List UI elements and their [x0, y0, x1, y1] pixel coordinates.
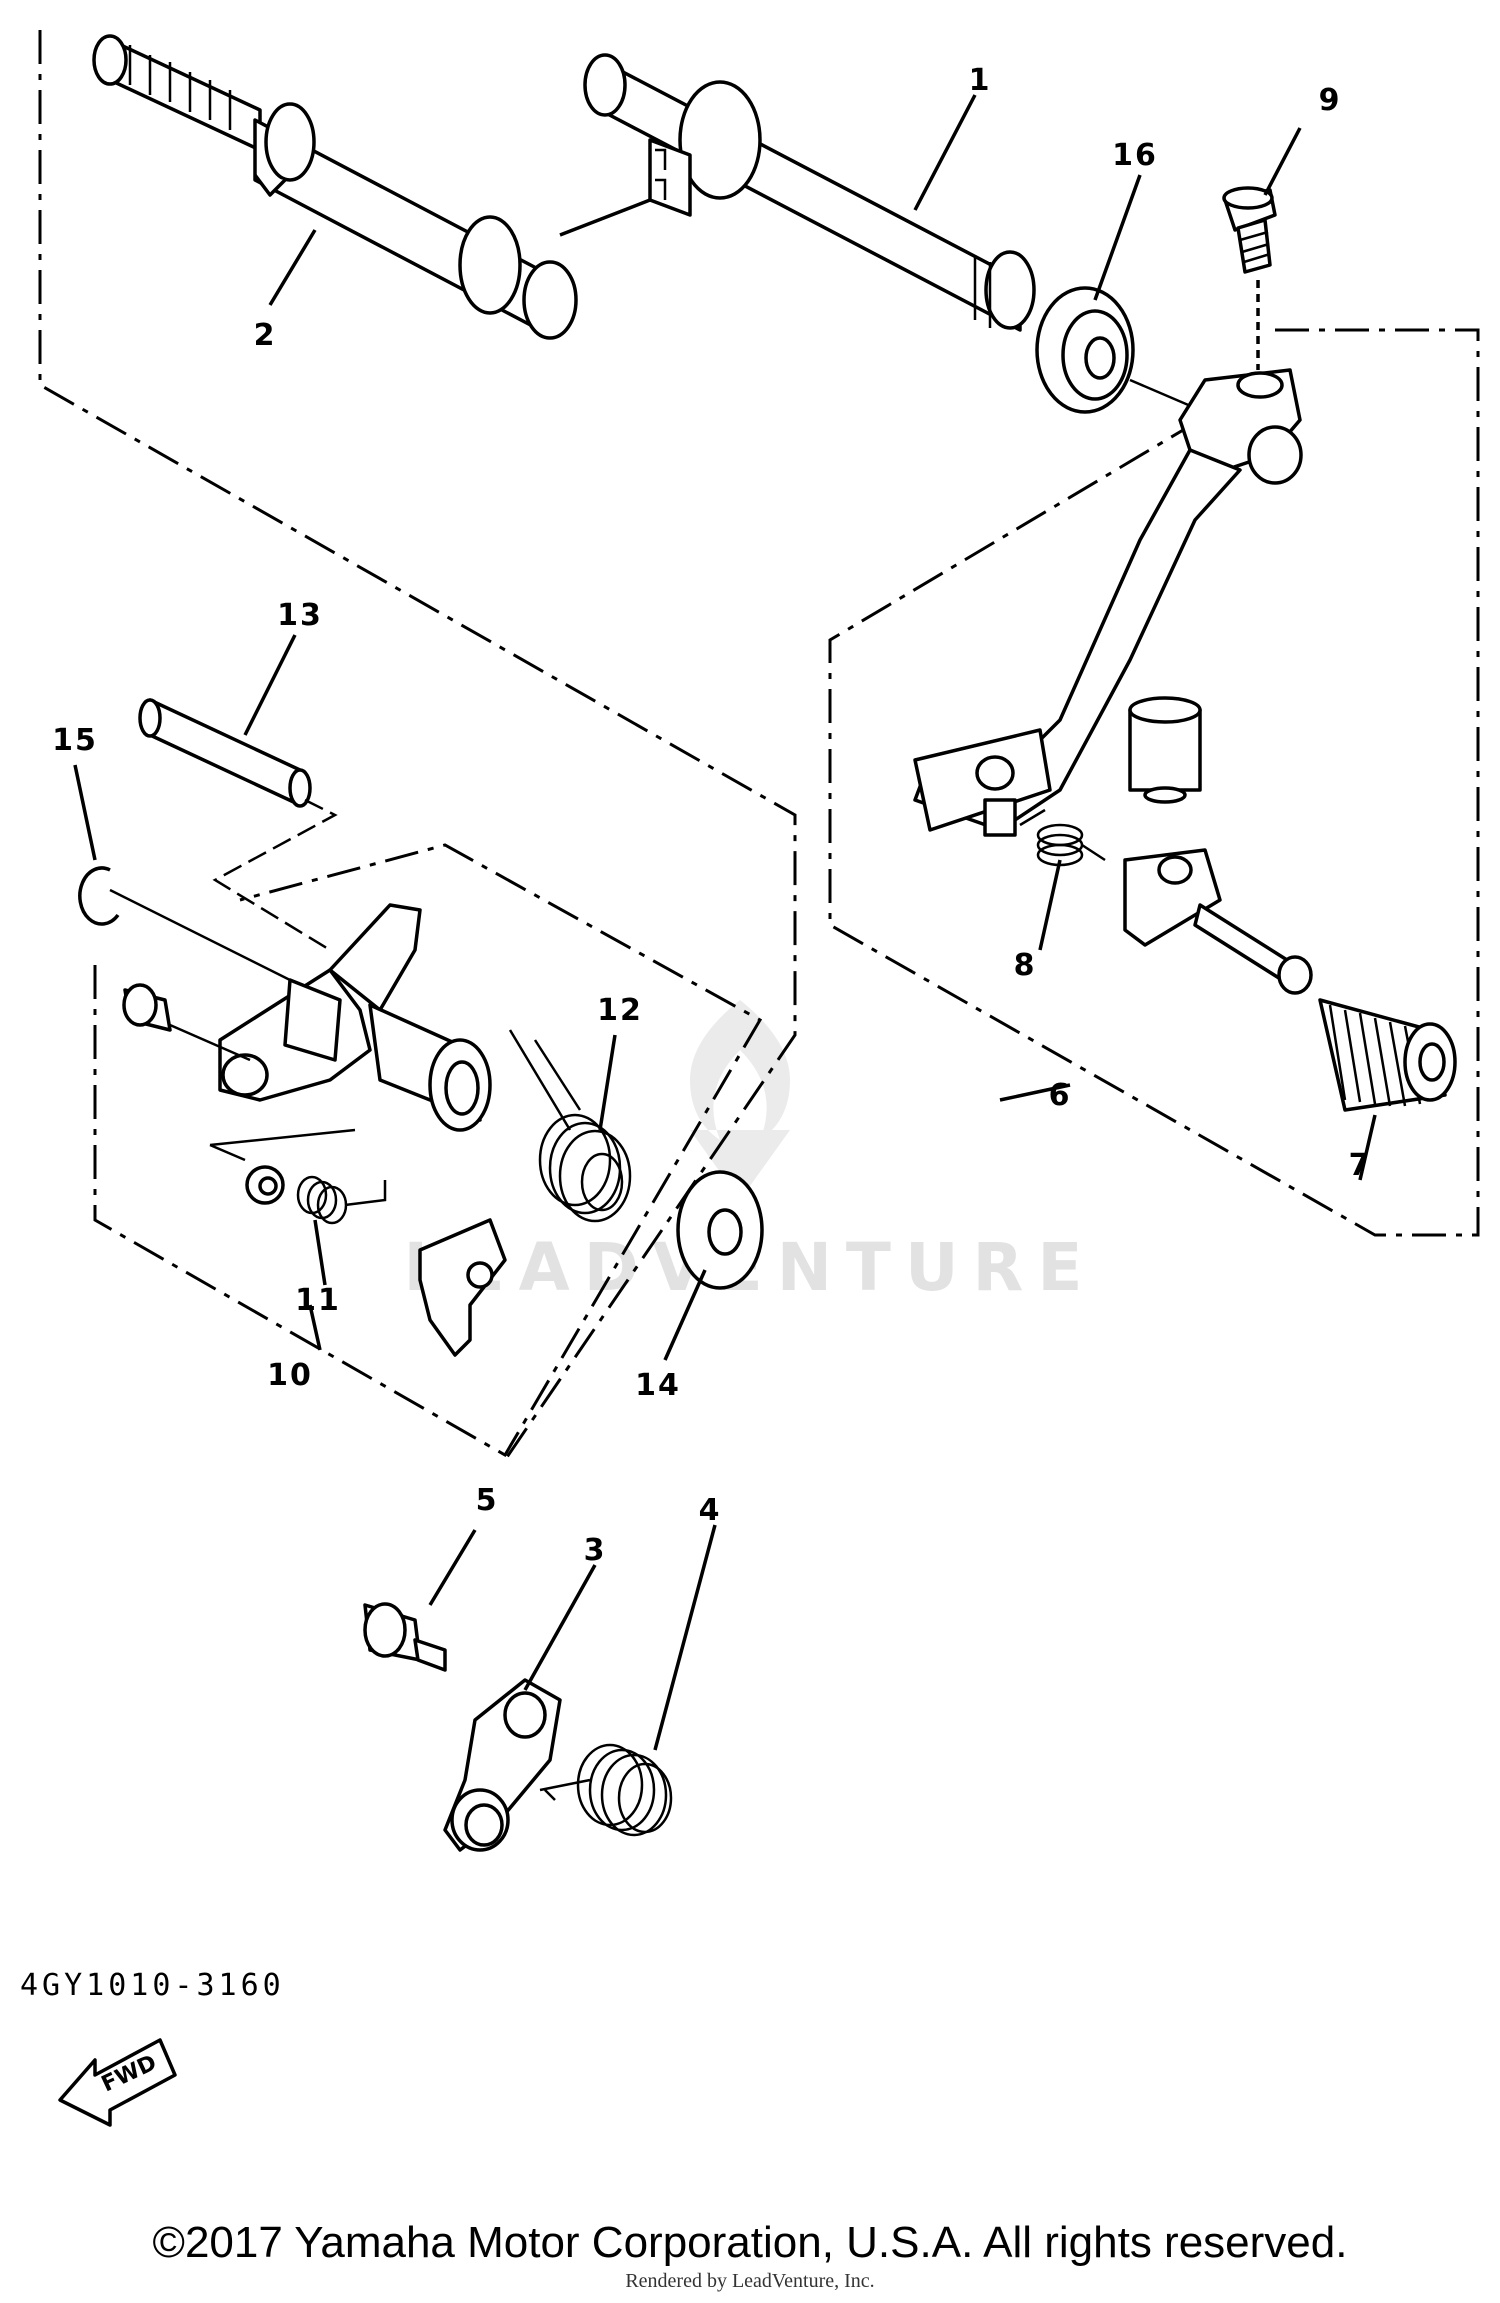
callout-3: 3 [584, 1533, 607, 1568]
fwd-arrow: FWD [58, 2038, 177, 2127]
fwd-arrow-icon [58, 2038, 177, 2127]
callout-14: 14 [635, 1368, 681, 1403]
diagram-code: 4GY1010-3160 [20, 1968, 285, 2003]
callout-9: 9 [1319, 83, 1342, 118]
mating-line-1 [559, 198, 651, 237]
callout-labels: 1 2 3 4 5 6 7 8 9 10 11 12 13 14 15 16 [52, 63, 1372, 1568]
copyright-notice: ©2017 Yamaha Motor Corporation, U.S.A. A… [152, 2218, 1348, 2267]
assembly-boundaries [38, 30, 1480, 1461]
callout-8: 8 [1014, 948, 1037, 983]
part-5-bolt [363, 1602, 447, 1672]
callout-13: 13 [277, 598, 323, 633]
callout-7: 7 [1349, 1148, 1372, 1183]
part-1-shift-shaft [583, 53, 1036, 332]
part-10-shift-lever-assembly [122, 903, 507, 1357]
part-16-oil-seal [1035, 286, 1201, 414]
leader-lines [73, 94, 1377, 1751]
part-7-pedal-rubber [1318, 998, 1457, 1112]
part-8-spring [1019, 808, 1106, 867]
boundary-shift-lever-assembly-10 [93, 843, 763, 1458]
rendered-by-notice: Rendered by LeadVenture, Inc. [625, 2270, 875, 2292]
part-11-spring [296, 1175, 387, 1225]
pedal-clevis-pin [1123, 696, 1313, 995]
callout-6: 6 [1049, 1078, 1072, 1113]
callout-15: 15 [52, 723, 98, 758]
part-6-shift-pedal [913, 368, 1303, 837]
callout-1: 1 [969, 63, 992, 98]
callout-12: 12 [597, 993, 643, 1028]
part-9-bolt [1222, 186, 1277, 370]
callout-16: 16 [1112, 138, 1158, 173]
part-2-shift-shaft [92, 34, 651, 340]
callout-5: 5 [476, 1483, 499, 1518]
callout-4: 4 [699, 1493, 722, 1528]
watermark-logo [690, 1000, 790, 1200]
callout-10: 10 [267, 1358, 313, 1393]
callout-2: 2 [254, 318, 277, 353]
part-12-torsion-spring [508, 1029, 632, 1223]
boundary-shift-pedal-assembly-6 [828, 328, 1480, 1237]
part-4-torsion-spring [539, 1743, 673, 1837]
part-13-pin [138, 698, 338, 952]
part-3-stopper-lever [443, 1678, 562, 1852]
callout-11: 11 [295, 1283, 341, 1318]
boundary-shift-shaft-assembly [38, 30, 797, 1461]
part-14-washer [676, 1170, 764, 1290]
